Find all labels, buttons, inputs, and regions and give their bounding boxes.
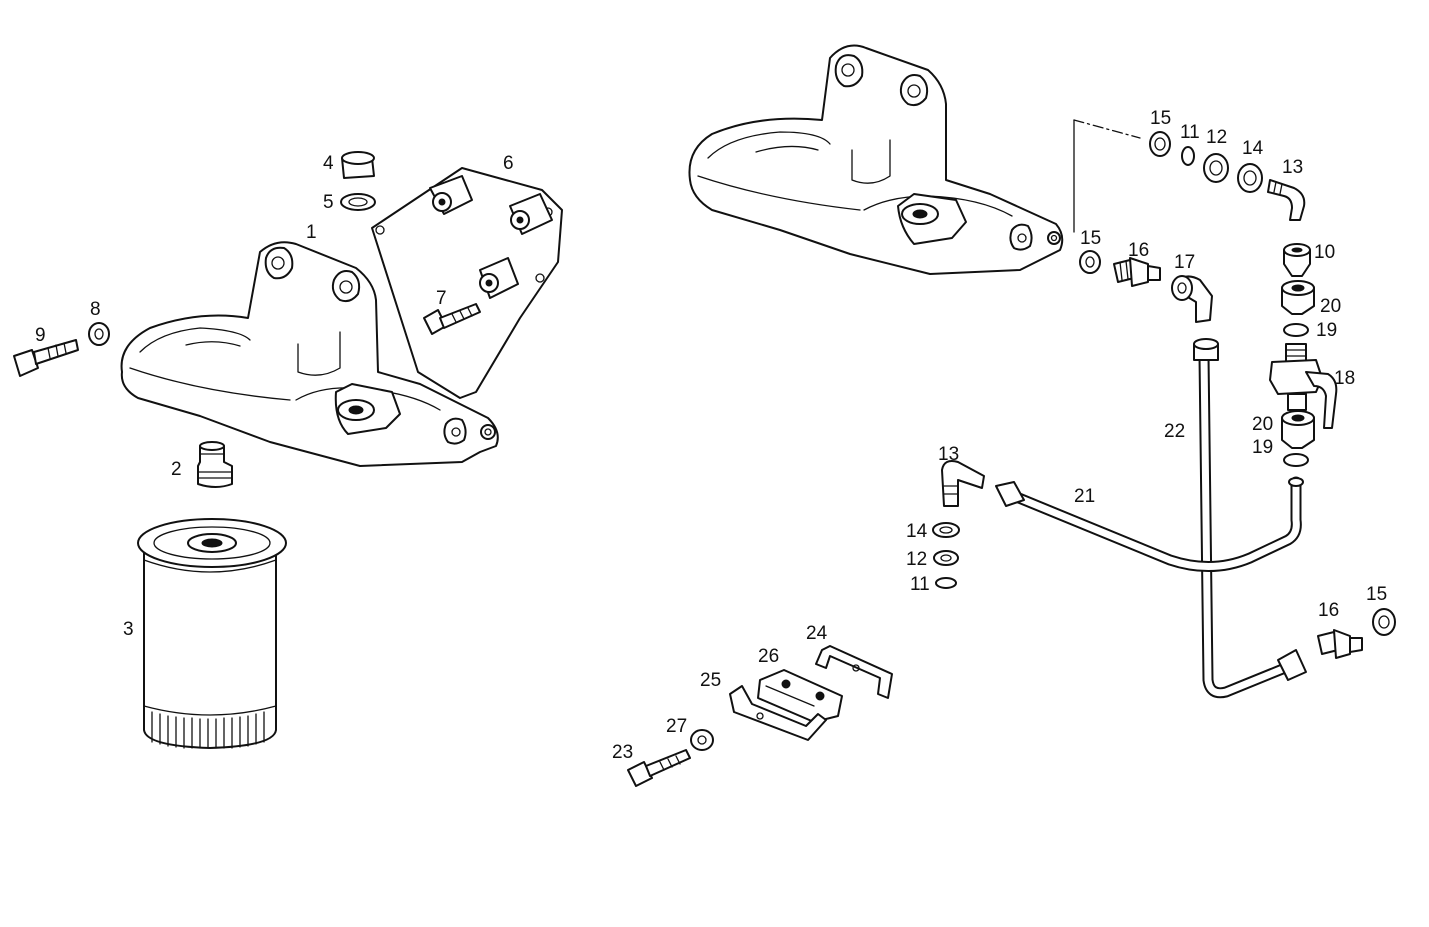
label-part-18: 18 (1334, 368, 1355, 389)
label-part-26: 26 (758, 646, 779, 667)
label-part-9: 9 (35, 325, 46, 346)
tee-valve-18 (1269, 343, 1338, 429)
o-ring-11-top (1181, 146, 1195, 166)
label-part-3: 3 (123, 619, 134, 640)
label-part-23: 23 (612, 742, 633, 763)
label-part-19-bottom: 19 (1252, 437, 1273, 458)
label-part-15-mid: 15 (1080, 228, 1101, 249)
label-part-11-top: 11 (1180, 122, 1200, 143)
washer-8 (88, 322, 110, 346)
ring-12-top (1203, 153, 1229, 183)
cap-nut-10 (1283, 243, 1311, 277)
label-part-1: 1 (306, 222, 317, 243)
label-part-5: 5 (323, 192, 334, 213)
label-part-20-top: 20 (1320, 296, 1341, 317)
o-ring-11-lower (935, 577, 957, 589)
nut-14-top (1237, 163, 1263, 193)
label-part-21: 21 (1074, 486, 1095, 507)
nut-20-top (1281, 280, 1315, 315)
bolt-23 (627, 749, 691, 787)
label-part-6: 6 (503, 153, 514, 174)
label-part-19-top: 19 (1316, 320, 1337, 341)
clamp-block-26 (757, 669, 843, 723)
clamp-24 (815, 645, 893, 699)
label-part-4: 4 (323, 153, 334, 174)
label-part-11-lower: 11 (910, 574, 930, 595)
label-part-16-mid: 16 (1128, 240, 1149, 261)
washer-27 (690, 729, 714, 751)
elbow-13-lower (941, 460, 985, 507)
elbow-13-top (1267, 179, 1306, 221)
label-part-16-lower: 16 (1318, 600, 1339, 621)
adapter-16-mid (1113, 257, 1161, 287)
label-part-24: 24 (806, 623, 828, 644)
clamp-25 (729, 685, 827, 741)
label-part-15-lower: 15 (1366, 584, 1387, 605)
oil-filter-cartridge (137, 518, 287, 749)
ring-12-lower (933, 550, 959, 566)
nut-20-bottom (1281, 410, 1315, 449)
filter-head-left (120, 241, 499, 467)
nut-14-lower (932, 522, 960, 538)
pipe-21 (995, 476, 1304, 572)
o-ring-19-bottom (1283, 453, 1309, 467)
bolt-9 (13, 339, 79, 377)
label-part-14-top: 14 (1242, 138, 1264, 159)
label-part-20-bottom: 20 (1252, 414, 1273, 435)
label-part-22: 22 (1164, 421, 1185, 442)
threaded-nipple (197, 441, 233, 488)
label-part-14-lower: 14 (906, 521, 928, 542)
washer-15-mid (1079, 250, 1101, 274)
label-part-12-top: 12 (1206, 127, 1227, 148)
label-part-13-top: 13 (1282, 157, 1303, 178)
mounting-plate (371, 167, 563, 399)
sealing-washer-5 (340, 193, 376, 211)
label-part-13-lower: 13 (938, 444, 959, 465)
o-ring-19-top (1283, 323, 1309, 337)
washer-15-top (1149, 131, 1171, 157)
label-part-10: 10 (1314, 242, 1335, 263)
label-part-15-top: 15 (1150, 108, 1171, 129)
washer-15-lower (1372, 608, 1396, 636)
label-part-12-lower: 12 (906, 549, 927, 570)
filter-head-right (688, 44, 1064, 275)
label-part-8: 8 (90, 299, 101, 320)
label-part-27: 27 (666, 716, 687, 737)
label-part-2: 2 (171, 459, 182, 480)
pipe-22 (1193, 338, 1307, 699)
banjo-elbow-17 (1171, 275, 1213, 323)
label-part-25: 25 (700, 670, 721, 691)
label-part-17: 17 (1174, 252, 1195, 273)
label-part-7: 7 (436, 288, 447, 309)
drain-plug (341, 151, 375, 179)
adapter-16-lower (1317, 629, 1363, 659)
bolt-7 (423, 303, 481, 335)
leader-line (1073, 119, 1141, 233)
